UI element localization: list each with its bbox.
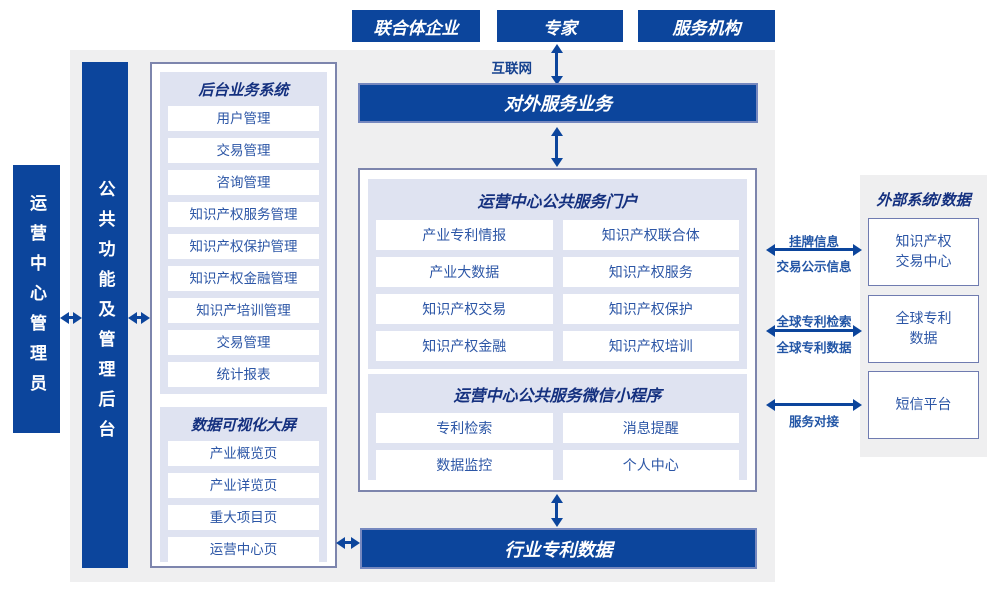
viz-item: 产业详览页 [168, 473, 319, 498]
actor-expert: 专家 [497, 10, 623, 42]
backend-item: 交易管理 [168, 138, 319, 163]
link-label-global-patent-data: 全球专利数据 [776, 341, 852, 355]
external-system-sms-platform: 短信平台 [868, 371, 979, 439]
external-systems-title: 外部系统/数据 [876, 192, 971, 209]
portal-item: 知识产权培训 [562, 331, 739, 361]
arrow-viz-to-industry-data [345, 541, 351, 544]
external-system-global-patent-data: 全球专利 数据 [868, 295, 979, 363]
backend-item: 知识产权服务管理 [168, 202, 319, 227]
arrow-internet [555, 53, 558, 76]
portal-item: 产业大数据 [376, 257, 553, 287]
miniprogram-title: 运营中心公共服务微信小程序 [453, 388, 662, 405]
portal-item: 知识产权服务 [562, 257, 739, 287]
miniprogram-item: 消息提醒 [562, 413, 739, 443]
operation-center-admin: 运营中心管理员 [13, 165, 60, 433]
backend-item: 知识产培训管理 [168, 298, 319, 323]
arrow-admin-to-backend [69, 316, 73, 319]
viz-screen-title: 数据可视化大屏 [190, 417, 296, 434]
backend-system-panel: 后台业务系统 用户管理 交易管理 咨询管理 知识产权服务管理 知识产权保护管理 … [160, 72, 327, 394]
portal-item: 知识产权交易 [376, 294, 553, 324]
portal-item: 产业专利情报 [376, 220, 553, 250]
external-system-ip-trade-center: 知识产权 交易中心 [868, 218, 979, 286]
internet-label: 互联网 [491, 61, 533, 76]
portal-item: 知识产权联合体 [562, 220, 739, 250]
portal-item: 知识产权金融 [376, 331, 553, 361]
industry-patent-data-bar: 行业专利数据 [360, 528, 757, 569]
portal-title: 运营中心公共服务门户 [477, 194, 638, 211]
link-label-global-patent-search: 全球专利检索 [776, 315, 852, 329]
external-service-bar: 对外服务业务 [358, 83, 758, 123]
arrow-backend-to-system [137, 316, 141, 319]
viz-item: 产业概览页 [168, 441, 319, 466]
miniprogram-panel: 运营中心公共服务微信小程序 专利检索 消息提醒 数据监控 个人中心 [368, 374, 747, 480]
actor-consortium-enterprise: 联合体企业 [352, 10, 480, 42]
backend-item: 知识产权金融管理 [168, 266, 319, 291]
viz-screen-items: 产业概览页 产业详览页 重大项目页 运营中心页 [160, 441, 327, 570]
arrow-global-patent [775, 329, 853, 332]
arrow-sms-platform [775, 403, 853, 406]
link-label-listing-info: 挂牌信息 [788, 235, 839, 249]
link-label-service-connection: 服务对接 [788, 415, 839, 429]
portal-panel: 运营中心公共服务门户 产业专利情报 知识产权联合体 产业大数据 知识产权服务 知… [368, 179, 747, 369]
backend-item: 用户管理 [168, 106, 319, 131]
backend-item: 交易管理 [168, 330, 319, 355]
portal-item: 知识产权保护 [562, 294, 739, 324]
backend-system-outer-box: 后台业务系统 用户管理 交易管理 咨询管理 知识产权服务管理 知识产权保护管理 … [150, 62, 337, 568]
actor-service-agency: 服务机构 [638, 10, 775, 42]
miniprogram-items: 专利检索 消息提醒 数据监控 个人中心 [368, 413, 747, 488]
miniprogram-item: 个人中心 [562, 450, 739, 480]
backend-system-items: 用户管理 交易管理 咨询管理 知识产权服务管理 知识产权保护管理 知识产权金融管… [160, 106, 327, 395]
common-function-backend-label: 公共功能及管理后台 [95, 180, 115, 450]
miniprogram-item: 数据监控 [376, 450, 553, 480]
arrow-ip-trade-center [775, 248, 853, 251]
arrow-portal-to-industry-data [555, 503, 558, 518]
backend-system-title: 后台业务系统 [198, 82, 289, 99]
arrow-service-to-portal [555, 136, 558, 158]
miniprogram-item: 专利检索 [376, 413, 553, 443]
backend-item: 知识产权保护管理 [168, 234, 319, 259]
viz-item: 重大项目页 [168, 505, 319, 530]
backend-item: 统计报表 [168, 362, 319, 387]
center-outer-box: 运营中心公共服务门户 产业专利情报 知识产权联合体 产业大数据 知识产权服务 知… [358, 168, 757, 492]
backend-item: 咨询管理 [168, 170, 319, 195]
viz-item: 运营中心页 [168, 537, 319, 562]
portal-items: 产业专利情报 知识产权联合体 产业大数据 知识产权服务 知识产权交易 知识产权保… [368, 220, 747, 369]
operation-center-admin-label: 运营中心管理员 [27, 194, 46, 404]
common-function-backend-bar: 公共功能及管理后台 [82, 62, 128, 568]
viz-screen-panel: 数据可视化大屏 产业概览页 产业详览页 重大项目页 运营中心页 [160, 407, 327, 562]
link-label-trade-publicity-info: 交易公示信息 [776, 260, 852, 274]
